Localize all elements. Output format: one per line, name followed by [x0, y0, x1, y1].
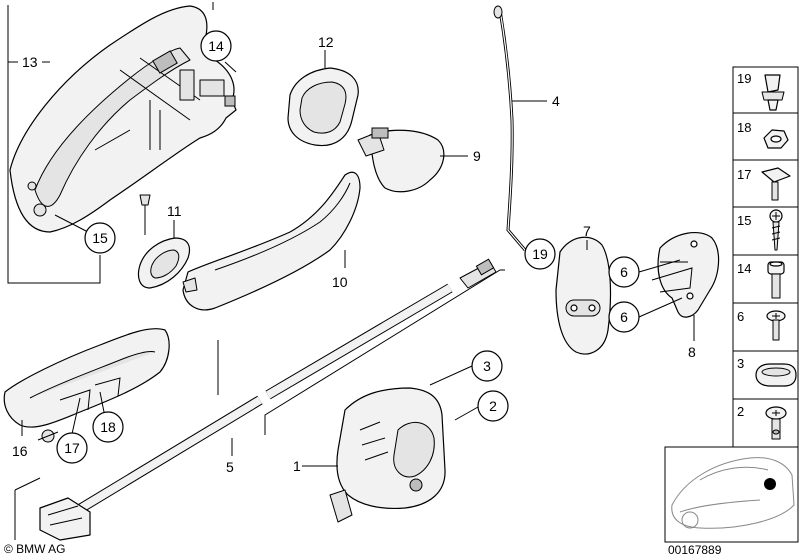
- legend-num-15: 15: [737, 213, 751, 228]
- callout-11-label: 11: [167, 203, 182, 219]
- callout-17: 17: [56, 397, 88, 464]
- part-13-bracket: [7, 2, 214, 284]
- legend-num-19: 19: [737, 71, 751, 86]
- vehicle-location-thumbnail: 00167889: [664, 446, 799, 557]
- callout-4-label: 4: [552, 93, 560, 109]
- callout-12-label: 12: [318, 34, 334, 50]
- callout-19: 19: [524, 238, 556, 270]
- clip-bottom-left: [39, 497, 91, 541]
- callout-13: 13: [8, 54, 50, 70]
- callout-3-label: 3: [483, 358, 491, 374]
- rod-part-4: 4: [493, 5, 560, 251]
- bracket-part-16: 16: [3, 328, 170, 459]
- callout-10-label: 10: [332, 274, 348, 290]
- striker-bracket-part-8: 8: [651, 231, 720, 360]
- callout-18: 18: [92, 391, 124, 443]
- legend-num-14: 14: [737, 261, 751, 276]
- legend-row-18: 18: [737, 120, 789, 149]
- diagram-id: 00167889: [668, 543, 722, 557]
- callout-6-lower: 6: [608, 297, 683, 333]
- callout-9-label: 9: [473, 148, 481, 164]
- legend-num-17: 17: [737, 167, 751, 182]
- callout-15-label: 15: [92, 230, 108, 246]
- callout-14-label: 14: [208, 38, 224, 54]
- fastener-legend: 19 18 17 15: [732, 66, 799, 448]
- location-marker-icon: [764, 478, 776, 490]
- phillips-screw-icon: [769, 209, 783, 251]
- cable-part-5: 5: [14, 258, 505, 540]
- callout-15: 15: [54, 214, 116, 254]
- grommet-icon: [755, 363, 797, 387]
- hex-nut-icon: [763, 129, 789, 149]
- handle-carrier-part-13: [9, 5, 237, 235]
- legend-row-3: 3: [737, 356, 797, 387]
- socket-bolt-icon: [767, 261, 785, 299]
- callout-13-label: 13: [22, 54, 38, 70]
- callout-1-label: 1: [293, 458, 301, 474]
- callout-18-label: 18: [100, 419, 116, 435]
- legend-num-2: 2: [737, 404, 744, 419]
- square-head-bolt-icon: [761, 167, 791, 201]
- legend-row-15: 15: [737, 209, 783, 251]
- callout-17-label: 17: [64, 440, 80, 456]
- callout-14: 14: [200, 30, 237, 73]
- striker-plate-part-7: 7: [555, 223, 612, 355]
- door-lock-part-1: 1: [293, 387, 446, 523]
- clip-icon: [761, 74, 785, 111]
- callout-7-label: 7: [583, 223, 591, 239]
- callout-16-label: 16: [12, 443, 28, 459]
- legend-row-2: 2: [737, 404, 787, 440]
- callout-2: 2: [454, 390, 509, 422]
- cover-part-12: 12: [287, 34, 359, 147]
- callout-19-label: 19: [532, 246, 548, 262]
- copyright-text: © BMW AG: [4, 542, 66, 556]
- legend-row-19: 19: [737, 71, 785, 111]
- legend-num-3: 3: [737, 356, 744, 371]
- outer-handle-part-10: 10: [182, 171, 361, 311]
- legend-row-6: 6: [737, 309, 786, 341]
- cap-part-9: 9: [357, 127, 481, 193]
- legend-num-6: 6: [737, 309, 744, 324]
- callout-5-label: 5: [226, 459, 234, 475]
- torx-bolt-icon: [765, 406, 787, 440]
- callout-2-label: 2: [489, 398, 497, 414]
- callout-6-lower-label: 6: [620, 309, 628, 325]
- legend-row-17: 17: [737, 167, 791, 201]
- legend-row-14: 14: [737, 261, 785, 299]
- gasket-part-11: 11: [137, 203, 191, 289]
- callout-6-upper: 6: [608, 256, 681, 288]
- torx-screw-icon: [766, 310, 786, 341]
- legend-num-18: 18: [737, 120, 751, 135]
- callout-8-label: 8: [688, 344, 696, 360]
- callout-6-upper-label: 6: [620, 264, 628, 280]
- callout-3: 3: [429, 350, 503, 386]
